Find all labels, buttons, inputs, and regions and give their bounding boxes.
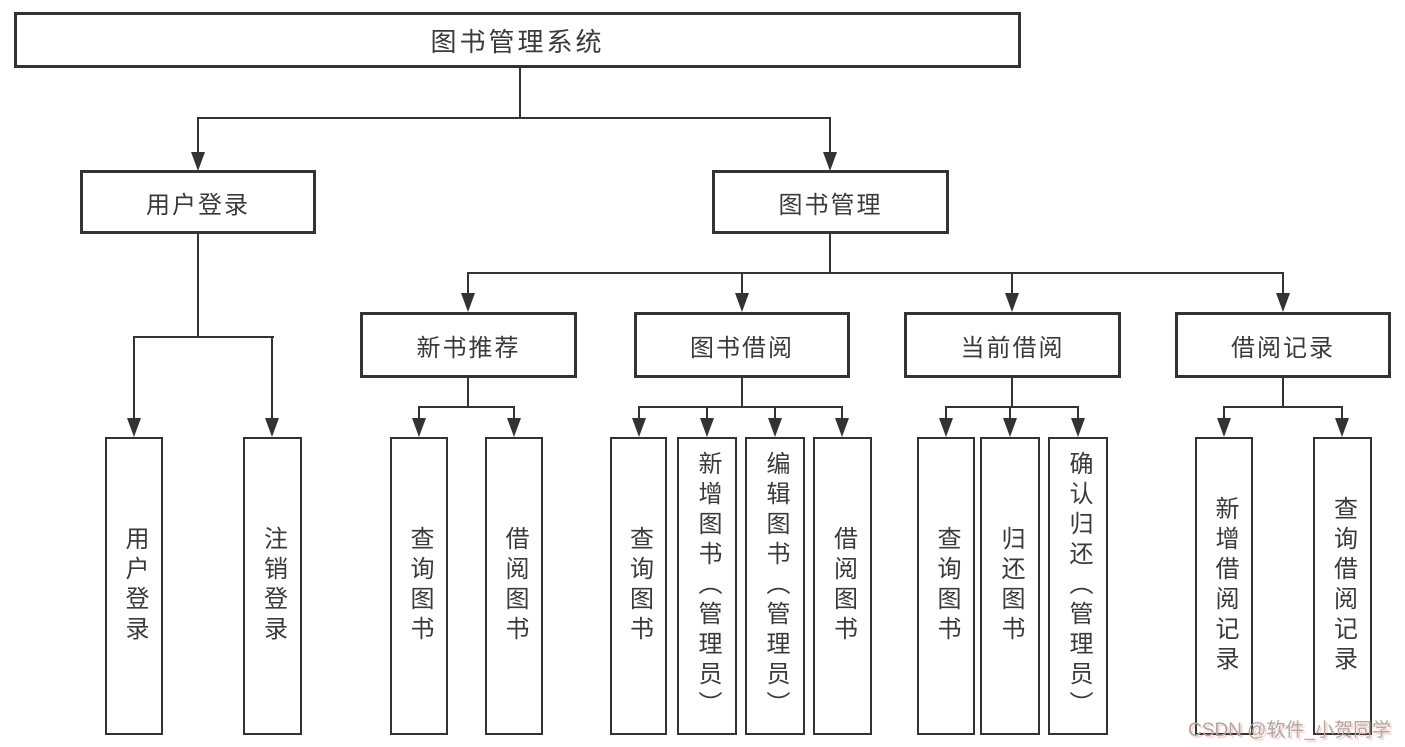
arrowhead-down-icon [265, 418, 279, 437]
connector-line [1223, 406, 1225, 419]
connector-line [133, 336, 135, 419]
arrowhead-down-icon [735, 293, 749, 312]
arrowhead-down-icon [700, 418, 714, 437]
connector-line [774, 406, 776, 419]
connector-line [638, 406, 640, 419]
connector-line [197, 117, 199, 153]
connector-line [741, 272, 743, 294]
arrowhead-down-icon [1003, 418, 1017, 437]
arrowhead-down-icon [632, 418, 646, 437]
leaf-add-borrow-record: 新增借阅记录 [1195, 437, 1253, 735]
leaf-query-books-current: 查询图书 [917, 437, 975, 735]
connector-line [513, 406, 515, 419]
leaf-borrow-books-recommend: 借阅图书 [485, 437, 543, 735]
connector-line [829, 117, 831, 153]
arrowhead-down-icon [823, 152, 837, 171]
connector-line [829, 234, 831, 274]
connector-line [271, 336, 273, 419]
arrowhead-down-icon [1005, 293, 1019, 312]
arrowhead-down-icon [412, 418, 426, 437]
connector-line [1011, 377, 1013, 407]
node-book-management: 图书管理 [712, 170, 949, 234]
connector-line [467, 272, 1284, 274]
arrowhead-down-icon [127, 418, 141, 437]
leaf-user-login: 用户登录 [105, 437, 163, 735]
connector-line [1341, 406, 1343, 419]
node-root: 图书管理系统 [14, 12, 1021, 68]
leaf-add-book-admin: 新增图书（管理员） [677, 437, 737, 735]
arrowhead-down-icon [1071, 418, 1085, 437]
leaf-return-book: 归还图书 [980, 437, 1040, 735]
leaf-borrow-books: 借阅图书 [813, 437, 872, 735]
connector-line [1011, 272, 1013, 294]
arrowhead-down-icon [461, 293, 475, 312]
connector-line [1282, 377, 1284, 407]
connector-line [418, 406, 515, 408]
leaf-logout: 注销登录 [243, 437, 302, 735]
connector-line [133, 336, 274, 338]
leaf-query-books-borrow: 查询图书 [610, 437, 667, 735]
arrowhead-down-icon [191, 152, 205, 171]
connector-line [1223, 406, 1343, 408]
node-user-login-branch: 用户登录 [80, 170, 316, 234]
csdn-watermark: CSDN @软件_小贺同学 [1188, 720, 1391, 741]
connector-line [945, 406, 1079, 408]
connector-line [1077, 406, 1079, 419]
connector-line [197, 117, 831, 119]
connector-line [638, 406, 843, 408]
connector-line [1282, 272, 1284, 294]
connector-line [706, 406, 708, 419]
node-book-borrow: 图书借阅 [634, 312, 850, 378]
arrowhead-down-icon [507, 418, 521, 437]
connector-line [467, 272, 469, 294]
node-current-borrow: 当前借阅 [904, 312, 1121, 378]
connector-line [945, 406, 947, 419]
connector-line [418, 406, 420, 419]
arrowhead-down-icon [1217, 418, 1231, 437]
connector-line [519, 68, 521, 117]
arrowhead-down-icon [939, 418, 953, 437]
leaf-query-books-recommend: 查询图书 [390, 437, 448, 735]
leaf-query-borrow-record: 查询借阅记录 [1313, 437, 1372, 735]
arrowhead-down-icon [1335, 418, 1349, 437]
arrowhead-down-icon [1276, 293, 1290, 312]
leaf-edit-book-admin: 编辑图书（管理员） [745, 437, 805, 735]
connector-line [841, 406, 843, 419]
node-new-book-recommend: 新书推荐 [360, 312, 577, 378]
arrowhead-down-icon [768, 418, 782, 437]
connector-line [741, 377, 743, 407]
connector-line [467, 377, 469, 407]
arrowhead-down-icon [835, 418, 849, 437]
leaf-confirm-return-admin: 确认归还（管理员） [1048, 437, 1108, 735]
connector-line [197, 234, 199, 336]
node-borrow-records: 借阅记录 [1175, 312, 1391, 378]
connector-line [1009, 406, 1011, 419]
